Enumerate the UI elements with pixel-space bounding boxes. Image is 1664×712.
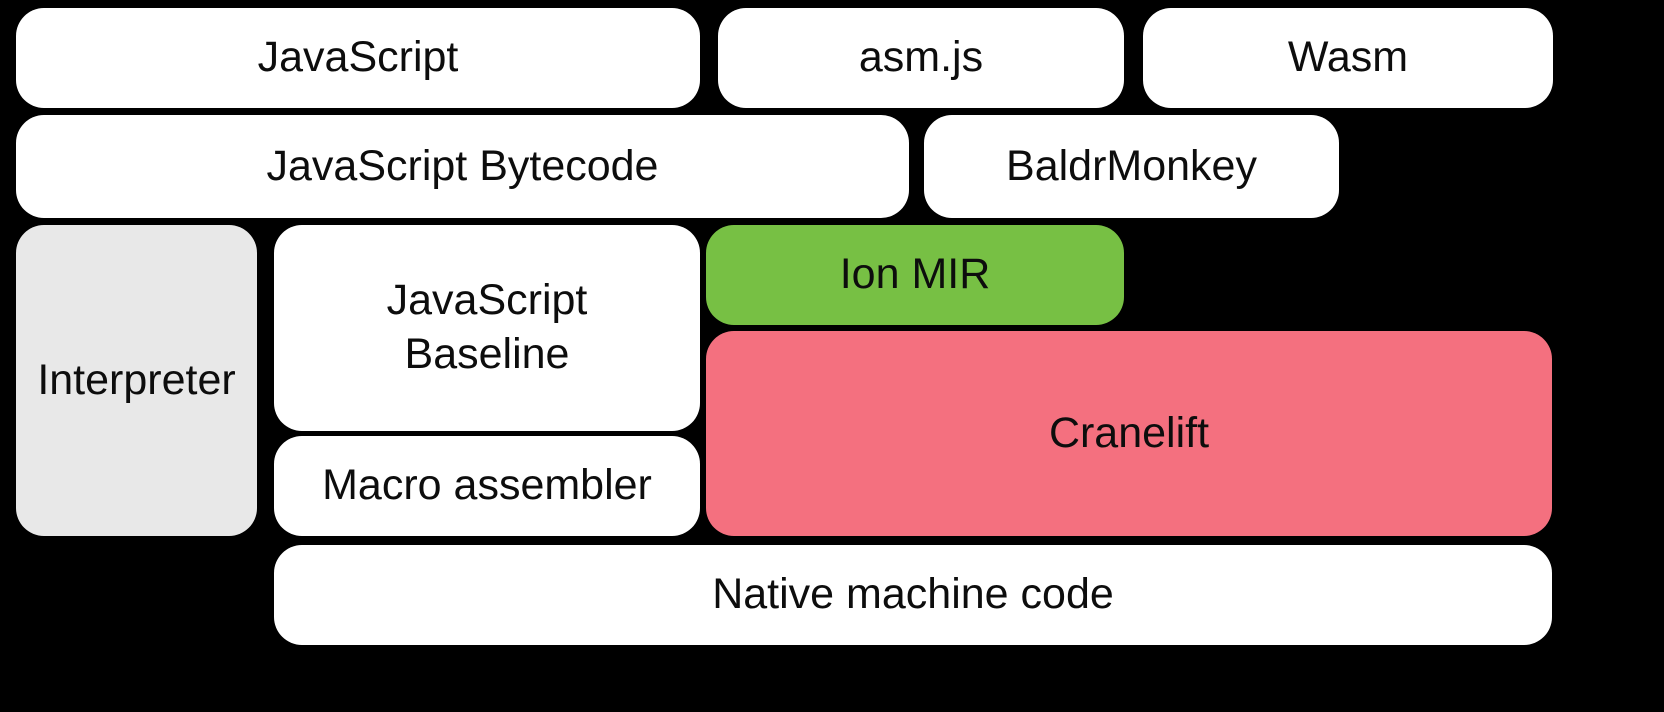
node-label: Macro assembler xyxy=(322,461,652,510)
node-label: Ion MIR xyxy=(839,250,991,299)
node-wasm: Wasm xyxy=(1143,8,1553,108)
node-label: Cranelift xyxy=(1048,408,1210,457)
node-javascript-bytecode: JavaScript Bytecode xyxy=(16,115,909,218)
node-ion-mir: Ion MIR xyxy=(706,225,1124,325)
node-label: asm.js xyxy=(858,33,984,82)
node-macro-assembler: Macro assembler xyxy=(274,436,700,536)
node-label: Interpreter xyxy=(37,355,236,404)
node-javascript-baseline: JavaScript Baseline xyxy=(274,225,700,431)
node-asmjs: asm.js xyxy=(718,8,1124,108)
node-label: JavaScript Baseline xyxy=(386,276,588,378)
node-label: Native machine code xyxy=(712,570,1114,619)
node-label: JavaScript Bytecode xyxy=(266,141,659,190)
node-cranelift: Cranelift xyxy=(706,331,1552,536)
node-baldrmonkey: BaldrMonkey xyxy=(924,115,1339,218)
node-native-machine-code: Native machine code xyxy=(274,545,1552,645)
node-label: JavaScript xyxy=(257,33,459,82)
node-label: Wasm xyxy=(1287,33,1409,82)
node-interpreter: Interpreter xyxy=(16,225,257,536)
node-label: BaldrMonkey xyxy=(1006,141,1257,190)
node-javascript: JavaScript xyxy=(16,8,700,108)
